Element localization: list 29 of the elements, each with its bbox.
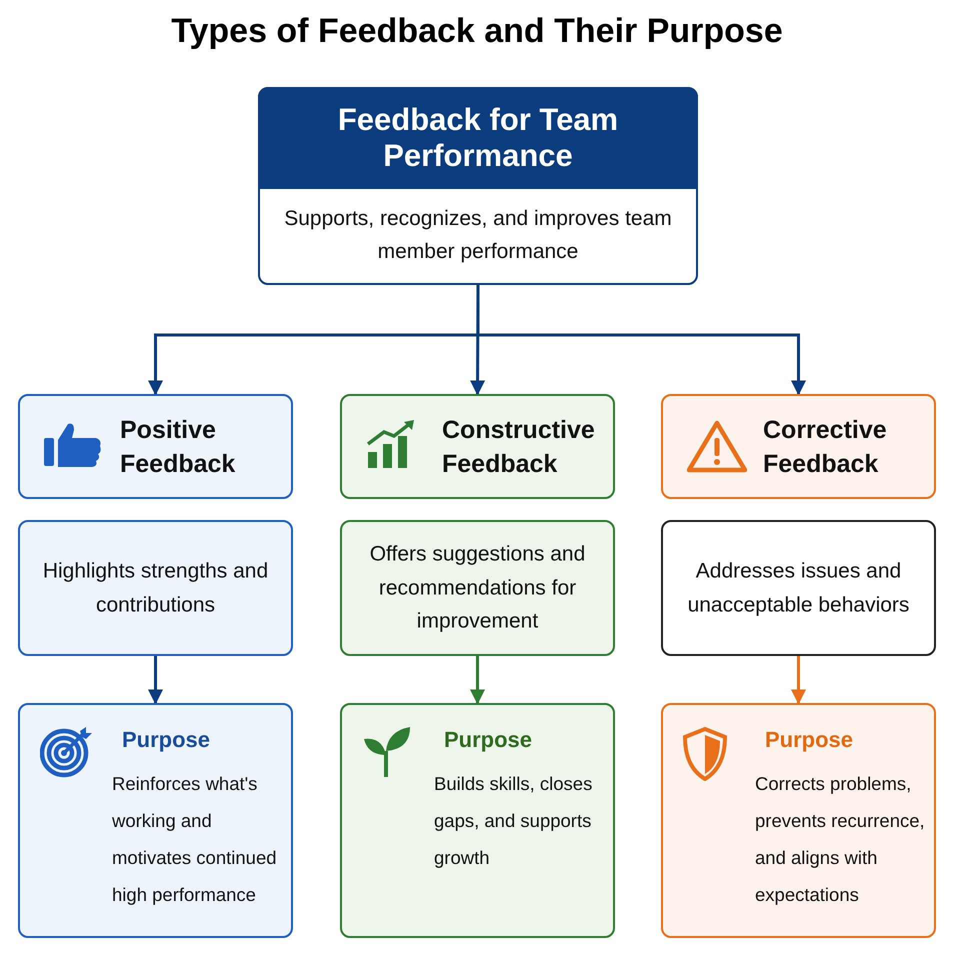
purpose-heading: Purpose — [444, 727, 532, 753]
description-text: Offers suggestions and recommendations for improvement — [368, 542, 586, 635]
purpose-heading: Purpose — [122, 727, 210, 753]
purpose-text: Reinforces what's working and motivates continued high performance — [112, 772, 278, 907]
description-text: Highlights strengths and contributions — [42, 558, 270, 618]
category-box — [661, 394, 936, 499]
category-title: Constructive Feedback — [442, 415, 596, 480]
category-box — [18, 394, 293, 499]
arrow — [470, 656, 485, 704]
description-text: Addresses issues and unacceptable behaviors — [686, 558, 910, 618]
root-description: Supports, recognizes, and improves team member performance — [283, 206, 673, 265]
purpose-text: Corrects problems, prevents recurrence, and aligns with expectations — [755, 772, 926, 907]
arrow — [148, 656, 163, 704]
category-box — [340, 394, 615, 499]
purpose-card — [661, 703, 936, 938]
root-heading: Feedback for Team Performance — [258, 87, 698, 189]
category-title: Corrective Feedback — [763, 415, 888, 480]
purpose-card — [18, 703, 293, 938]
category-title: Positive Feedback — [120, 415, 236, 480]
description-box — [340, 520, 615, 656]
root-box — [258, 87, 698, 285]
arrow — [791, 656, 806, 704]
diagram-title: Types of Feedback and Their Purpose — [170, 12, 784, 51]
arrow — [476, 285, 806, 396]
purpose-card — [340, 703, 615, 938]
purpose-heading: Purpose — [765, 727, 854, 753]
description-box — [661, 520, 936, 656]
purpose-text: Builds skills, closes gaps, and supports growth — [434, 772, 594, 870]
description-box — [18, 520, 293, 656]
